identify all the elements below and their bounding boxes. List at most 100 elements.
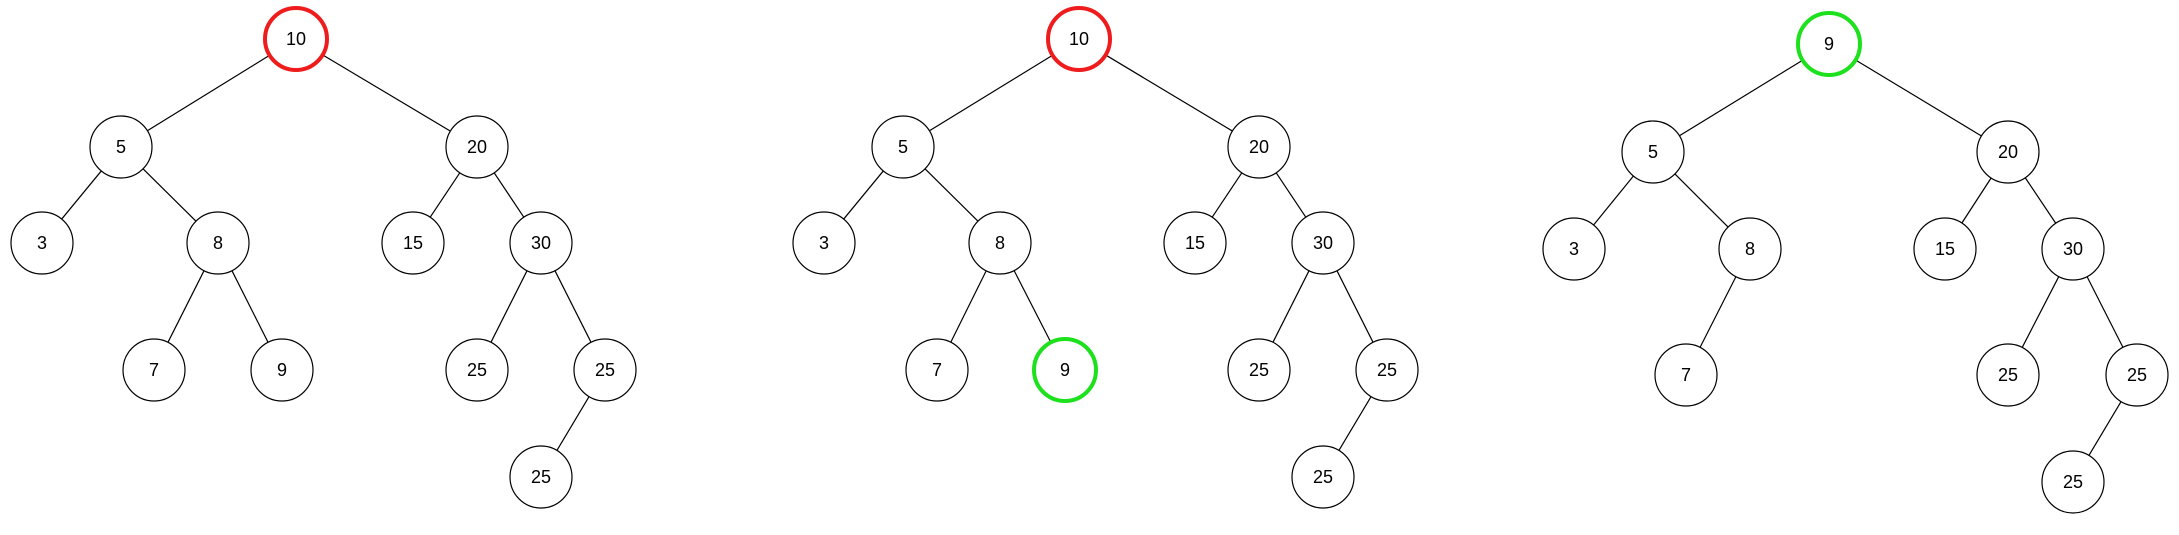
tree-node: 9 xyxy=(1032,337,1098,403)
node-circle xyxy=(1163,211,1227,275)
tree-edge xyxy=(142,168,197,222)
tree-edge xyxy=(1336,270,1374,343)
node-label: 25 xyxy=(1377,360,1397,380)
tree-edge xyxy=(2086,276,2124,348)
tree-node: 20 xyxy=(1976,120,2040,184)
node-circle xyxy=(10,211,74,275)
tree-node: 10 xyxy=(1046,6,1112,72)
node-label: 10 xyxy=(286,29,306,49)
tree-edge xyxy=(1593,175,1634,226)
tree-node: 15 xyxy=(1163,211,1227,275)
tree-node: 20 xyxy=(1227,115,1291,179)
node-label: 25 xyxy=(2127,365,2147,385)
node-label: 7 xyxy=(149,360,159,380)
node-circle xyxy=(509,445,573,509)
tree-node: 3 xyxy=(792,211,856,275)
tree-edge xyxy=(1855,59,1982,137)
node-label: 20 xyxy=(467,137,487,157)
tree-edge xyxy=(924,168,979,222)
node-label: 9 xyxy=(1060,360,1070,380)
node-circle xyxy=(445,115,509,179)
tree-edge xyxy=(2024,177,2057,224)
node-circle xyxy=(2041,450,2105,514)
tree-edge xyxy=(61,170,102,220)
tree-node: 25 xyxy=(509,445,573,509)
tree-edge xyxy=(1013,270,1052,343)
node-circle xyxy=(89,115,153,179)
tree-node: 15 xyxy=(1913,217,1977,281)
tree-edge xyxy=(167,270,205,343)
tree-node: 25 xyxy=(2105,343,2169,407)
node-circle xyxy=(1291,211,1355,275)
tree-edge xyxy=(147,54,270,132)
node-circle xyxy=(445,338,509,402)
node-label: 7 xyxy=(1681,365,1691,385)
node-label: 15 xyxy=(1185,233,1205,253)
tree-edge xyxy=(843,170,884,220)
node-circle xyxy=(263,6,329,72)
tree-node: 3 xyxy=(10,211,74,275)
node-label: 20 xyxy=(1249,137,1269,157)
tree-node: 8 xyxy=(1718,217,1782,281)
tree-node: 5 xyxy=(89,115,153,179)
node-circle xyxy=(122,338,186,402)
tree-edge xyxy=(1699,276,1737,348)
tree-edge xyxy=(2088,401,2122,456)
node-circle xyxy=(1976,343,2040,407)
node-label: 8 xyxy=(1745,239,1755,259)
tree-node: 8 xyxy=(968,211,1032,275)
tree-node: 7 xyxy=(905,338,969,402)
tree-node: 10 xyxy=(263,6,329,72)
tree-node: 25 xyxy=(2041,450,2105,514)
tree-edge xyxy=(493,172,525,218)
tree-node: 20 xyxy=(445,115,509,179)
node-circle xyxy=(1621,120,1685,184)
tree-edge xyxy=(2021,276,2060,348)
node-circle xyxy=(1976,120,2040,184)
node-circle xyxy=(381,211,445,275)
node-circle xyxy=(1227,338,1291,402)
node-label: 15 xyxy=(1935,239,1955,259)
tree-node: 7 xyxy=(1654,343,1718,407)
node-circle xyxy=(2105,343,2169,407)
tree-edge xyxy=(929,54,1053,132)
tree-node: 30 xyxy=(2041,217,2105,281)
node-circle xyxy=(250,338,314,402)
tree-node: 25 xyxy=(1227,338,1291,402)
node-label: 25 xyxy=(1998,365,2018,385)
node-label: 8 xyxy=(213,233,223,253)
node-label: 25 xyxy=(467,360,487,380)
tree-edge xyxy=(231,270,269,343)
node-label: 25 xyxy=(595,360,615,380)
node-circle xyxy=(1542,217,1606,281)
node-label: 30 xyxy=(1313,233,1333,253)
node-circle xyxy=(1913,217,1977,281)
tree-edge xyxy=(1679,59,1803,137)
node-circle xyxy=(871,115,935,179)
tree-node: 25 xyxy=(445,338,509,402)
node-label: 3 xyxy=(819,233,829,253)
node-label: 20 xyxy=(1998,142,2018,162)
tree-node: 3 xyxy=(1542,217,1606,281)
tree-node: 25 xyxy=(1976,343,2040,407)
tree-node: 15 xyxy=(381,211,445,275)
node-circle xyxy=(1718,217,1782,281)
tree-edge xyxy=(1272,270,1310,343)
node-label: 30 xyxy=(2063,239,2083,259)
tree-edge xyxy=(950,270,987,343)
node-label: 25 xyxy=(1313,467,1333,487)
node-circle xyxy=(1291,445,1355,509)
node-label: 8 xyxy=(995,233,1005,253)
node-label: 25 xyxy=(531,467,551,487)
node-label: 10 xyxy=(1069,29,1089,49)
tree-edge xyxy=(556,396,590,451)
tree-edge xyxy=(1338,396,1372,451)
node-label: 5 xyxy=(116,137,126,157)
tree-edge xyxy=(1961,177,1992,224)
node-label: 3 xyxy=(37,233,47,253)
node-label: 30 xyxy=(531,233,551,253)
node-label: 5 xyxy=(1648,142,1658,162)
